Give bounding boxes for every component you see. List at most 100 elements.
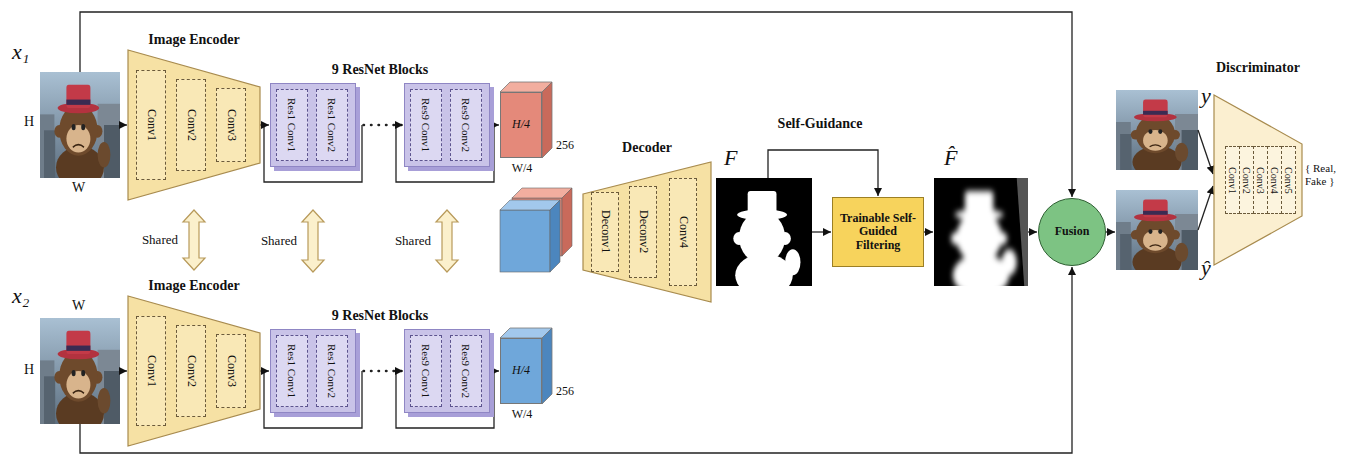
- process-box: Trainable Self-Guided Filtering: [832, 197, 924, 267]
- dimension-label: H/4: [512, 364, 530, 377]
- layer-name: Conv1: [1227, 167, 1238, 194]
- flow-arrow: [260, 124, 269, 125]
- conv-layer-box: Conv4: [1267, 146, 1282, 214]
- conv-slot: Res9 Conv1: [410, 89, 442, 161]
- dimension-label: H: [24, 114, 34, 129]
- math-symbol: F̂: [944, 146, 957, 170]
- block-heading: Image Encoder: [148, 278, 239, 293]
- conv-slot: Res9 Conv2: [450, 89, 482, 161]
- layer-name: Conv3: [224, 109, 237, 141]
- input-photo: [1116, 190, 1198, 278]
- layer-name: Res9 Conv2: [460, 344, 472, 398]
- flow-arrow: [490, 370, 499, 371]
- concat-cube: [512, 188, 572, 198]
- math-symbol: F: [724, 146, 737, 170]
- flow-arrow: [1106, 231, 1115, 232]
- input-photo: [1116, 190, 1198, 278]
- input-photo: [40, 72, 120, 189]
- cube-faces: [542, 328, 552, 404]
- layer-name: Conv5: [1283, 167, 1294, 194]
- layer-name: Res1 Conv2: [326, 344, 338, 398]
- layer-name: Conv3: [224, 355, 237, 387]
- conv-layer-box: Conv4: [669, 178, 697, 286]
- conv-slot: Res1 Conv2: [316, 335, 348, 407]
- dimension-label: 256: [556, 385, 574, 398]
- shared-weights-arrow: [302, 210, 324, 272]
- mask-image: [951, 191, 1017, 297]
- conv-slot: Res9 Conv2: [450, 335, 482, 407]
- feature-cube: H/4W/4256: [500, 92, 542, 158]
- conv-slot: Res9 Conv1: [410, 335, 442, 407]
- dimension-label: W: [72, 298, 85, 313]
- layer-name: Conv2: [184, 109, 197, 141]
- math-symbol: y: [1201, 84, 1211, 108]
- section-heading: 9 ResNet Blocks: [332, 62, 428, 77]
- conv-layer-box: Conv3: [216, 334, 246, 408]
- dimension-label: 256: [556, 139, 574, 152]
- fusion-circle: Fusion: [1038, 198, 1106, 266]
- mask-image: [716, 178, 812, 297]
- concat-cube: [500, 200, 560, 210]
- layer-name: Res9 Conv2: [460, 98, 472, 152]
- resnet-block: Res1 Conv1 Res1 Conv2: [270, 329, 356, 413]
- skip-connection: [264, 125, 494, 428]
- conv-slot: Res1 Conv1: [276, 335, 308, 407]
- math-symbol: x₁: [12, 40, 29, 64]
- shared-weights-arrow: [183, 210, 205, 270]
- layer-name: Conv2: [184, 355, 197, 387]
- conv-layer-box: Conv2: [176, 325, 206, 417]
- shared-weights-arrow: [436, 210, 458, 272]
- dimension-label: W: [72, 180, 85, 195]
- conv-layer-box: Conv3: [1253, 146, 1268, 214]
- conv-layer-box: Conv3: [216, 88, 246, 162]
- conv-layer-box: Conv1: [136, 70, 166, 180]
- dimension-label: H/4: [512, 118, 530, 131]
- block-heading: Discriminator: [1216, 60, 1300, 75]
- concat-cube: [550, 200, 560, 272]
- concat-cube: [562, 188, 572, 256]
- conv-layer-box: Deconv1: [591, 192, 619, 272]
- math-symbol: ŷ: [1201, 256, 1211, 280]
- flow-arrow: [768, 150, 878, 196]
- box-text: Fusion: [1055, 225, 1090, 238]
- edge-label: Shared: [142, 233, 178, 247]
- resnet-block: Res9 Conv1 Res9 Conv2: [404, 83, 490, 167]
- input-photo: [40, 318, 120, 435]
- network-block: DiscriminatorConv1Conv2Conv3Conv4Conv5: [1214, 60, 1302, 300]
- layer-name: Conv1: [144, 109, 157, 141]
- output-label: { Real, Fake }: [1305, 162, 1343, 188]
- dimension-label: W/4: [501, 162, 543, 175]
- layer-name: Res1 Conv2: [326, 98, 338, 152]
- flow-arrow: [812, 231, 831, 232]
- flow-arrow: [1198, 186, 1213, 230]
- flow-arrow: [1028, 231, 1037, 232]
- trapezoid-outline: [583, 162, 711, 302]
- mask-image: [934, 178, 1028, 297]
- mask-image: [716, 178, 1028, 297]
- block-heading: Decoder: [622, 140, 672, 155]
- flow-arrow: [490, 124, 499, 125]
- layer-name: Conv4: [676, 216, 689, 248]
- conv-layer-box: Conv5: [1281, 146, 1296, 214]
- network-block: DecoderDeconv1 Deconv2 Conv4: [583, 140, 711, 302]
- dotted-arrow: [356, 370, 403, 373]
- trapezoid-outline: [128, 50, 260, 200]
- mask-image: [733, 191, 800, 297]
- flow-arrow: [1198, 130, 1213, 174]
- conv-layer-box: Deconv2: [629, 186, 657, 278]
- conv-layer-box: Conv2: [176, 79, 206, 171]
- flow-arrow: [120, 370, 127, 371]
- resnet-block: Res1 Conv1 Res1 Conv2: [270, 83, 356, 167]
- trapezoid-outline: [1214, 95, 1302, 265]
- layer-name: Res1 Conv1: [286, 98, 298, 152]
- layer-name: Res9 Conv1: [420, 98, 432, 152]
- flow-arrow: [260, 370, 269, 371]
- dimension-label: H: [24, 362, 34, 377]
- input-photo: [40, 318, 120, 435]
- flow-arrow: [924, 231, 933, 232]
- input-photo: [40, 72, 120, 189]
- layer-name: Res1 Conv1: [286, 344, 298, 398]
- conv-layer-box: Conv1: [136, 316, 166, 426]
- box-text: Trainable Self-Guided Filtering: [837, 212, 919, 252]
